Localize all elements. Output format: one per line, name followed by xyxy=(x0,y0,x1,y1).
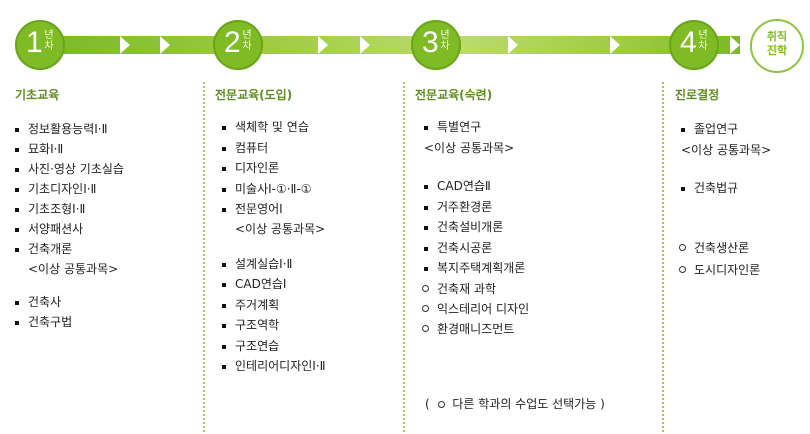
list-item: 사진·영상 기초실습 xyxy=(15,161,124,177)
list-item: CAD연습Ⅱ xyxy=(424,178,491,194)
common-subjects-note: <이상 공통과목> xyxy=(28,262,119,276)
list-item: 익스테리어 디자인 xyxy=(422,301,529,317)
column-title-advanced: 전문교육(숙련) xyxy=(415,88,493,102)
chevron-arrow-icon xyxy=(508,36,518,54)
year-number: 3 xyxy=(422,26,439,59)
employment-label: 취직 진학 xyxy=(766,30,788,57)
chevron-arrow-icon xyxy=(360,36,370,54)
column-divider xyxy=(403,82,405,432)
column-title-career: 진로결정 xyxy=(675,88,720,102)
chevron-arrow-icon xyxy=(160,36,170,54)
list-item: 건축구법 xyxy=(15,314,72,330)
elective-circle-icon xyxy=(422,285,429,292)
list-item: 특별연구 xyxy=(424,119,481,135)
legend-note: ( 다른 학과의 수업도 선택가능 ) xyxy=(425,397,605,411)
list-item: 인테리어디자인Ⅰ·Ⅱ xyxy=(222,358,326,374)
chevron-arrow-icon xyxy=(610,36,620,54)
list-item: 정보활용능력Ⅰ·Ⅱ xyxy=(15,121,108,137)
year-number: 4 xyxy=(680,26,697,59)
list-item: 거주환경론 xyxy=(424,199,492,215)
list-item: 건축시공론 xyxy=(424,240,492,256)
year-unit: 년차 xyxy=(440,30,450,52)
list-item: 주거계획 xyxy=(222,297,279,313)
chevron-arrow-icon xyxy=(318,36,328,54)
list-item: 건축개론 xyxy=(15,241,72,257)
elective-circle-icon xyxy=(422,305,429,312)
year-number: 1 xyxy=(26,26,43,59)
list-item: 건축법규 xyxy=(681,180,738,196)
year-1-badge: 1 년차 xyxy=(15,20,65,70)
year-4-badge: 4 년차 xyxy=(669,20,719,70)
timeline-bar xyxy=(40,36,740,54)
list-item: 건축설비개론 xyxy=(424,219,503,235)
column-divider xyxy=(662,82,664,432)
year-unit: 년차 xyxy=(44,30,54,52)
list-item: 복지주택계획개론 xyxy=(424,260,525,276)
common-subjects-note: <이상 공통과목> xyxy=(235,222,326,236)
list-item: 서양패션사 xyxy=(15,221,83,237)
year-number: 2 xyxy=(224,26,241,59)
elective-circle-icon xyxy=(679,266,686,273)
list-item: 기초디자인Ⅰ·Ⅱ xyxy=(15,181,96,197)
list-item: 환경매니즈먼트 xyxy=(422,321,514,337)
common-subjects-note: <이상 공통과목> xyxy=(424,141,515,155)
list-item: 구조역학 xyxy=(222,317,279,333)
year-unit: 년차 xyxy=(242,30,252,52)
list-item: 전문영어Ⅰ xyxy=(222,201,283,217)
year-2-badge: 2 년차 xyxy=(213,20,263,70)
list-item: 구조연습 xyxy=(222,338,279,354)
list-item: 색체학 및 연습 xyxy=(222,119,309,135)
year-unit: 년차 xyxy=(698,30,708,52)
year-3-badge: 3 년차 xyxy=(411,20,461,70)
column-title-basic: 기초교육 xyxy=(15,88,60,102)
employment-badge: 취직 진학 xyxy=(750,19,804,73)
list-item: 건축사 xyxy=(15,294,61,310)
common-subjects-note: <이상 공통과목> xyxy=(681,143,772,157)
list-item: 건축재 과학 xyxy=(422,281,496,297)
elective-circle-icon xyxy=(422,325,429,332)
list-item: 도시디자인론 xyxy=(679,262,760,278)
elective-circle-icon xyxy=(437,400,445,408)
list-item: 미술사Ⅰ-①·Ⅱ-① xyxy=(222,181,312,197)
chevron-arrow-icon xyxy=(730,36,740,54)
list-item: 기초조형Ⅰ·Ⅱ xyxy=(15,201,85,217)
list-item: 컴퓨터 xyxy=(222,140,268,156)
list-item: 설계실습Ⅰ·Ⅱ xyxy=(222,256,292,272)
list-item: 디자인론 xyxy=(222,160,279,176)
year-timeline: 1 년차 2 년차 3 년차 4 년차 취직 진학 xyxy=(0,0,810,80)
column-title-intro: 전문교육(도입) xyxy=(215,88,293,102)
chevron-arrow-icon xyxy=(120,36,130,54)
list-item: 졸업연구 xyxy=(681,121,738,137)
list-item: 묘화Ⅰ·Ⅱ xyxy=(15,141,63,157)
column-divider xyxy=(203,82,205,432)
list-item: CAD연습Ⅰ xyxy=(222,276,286,292)
elective-circle-icon xyxy=(679,244,686,251)
list-item: 건축생산론 xyxy=(679,240,749,256)
